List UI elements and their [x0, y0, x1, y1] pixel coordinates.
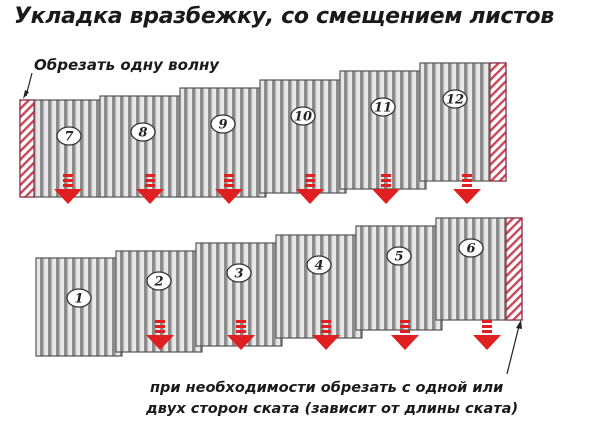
sheet-4: 4: [275, 234, 363, 339]
sheet-number: 7: [64, 130, 73, 145]
cut-note-line2: двух сторон ската (зависит от длины скат…: [146, 401, 519, 417]
sheet-6: 6: [435, 217, 523, 321]
sheet-1: 1: [35, 257, 123, 357]
down-arrow-icon: [372, 174, 400, 204]
sheet-number-badge: [130, 122, 156, 142]
cut-wave-hatch: [505, 217, 523, 321]
sheet-number-badge: [56, 126, 82, 146]
sheet-number: 11: [374, 101, 392, 116]
sheet-number: 8: [138, 126, 147, 141]
sheet-number-badge: [226, 263, 252, 283]
down-arrow-icon: [391, 320, 419, 350]
down-arrow-icon: [136, 174, 164, 204]
sheet-10: 10: [259, 79, 347, 194]
sheet-number: 10: [294, 110, 312, 125]
sheet-9: 9: [179, 87, 267, 198]
sheet-body: [339, 70, 427, 190]
cut-wave-hatch: [489, 62, 507, 182]
sheet-number-badge: [370, 97, 396, 117]
arrows-layer: [54, 174, 501, 350]
down-arrow-icon: [296, 174, 324, 204]
sheet-body: [355, 225, 443, 331]
sheet-body: [195, 242, 283, 347]
sheet-number: 5: [394, 250, 403, 265]
sheet-5: 5: [355, 225, 443, 331]
cut-wave-hatch: [19, 99, 35, 198]
sheet-number: 6: [466, 242, 475, 257]
sheet-number-badge: [210, 114, 236, 134]
sheet-8: 8: [99, 95, 187, 198]
sheet-number: 3: [234, 267, 243, 282]
down-arrow-icon: [146, 320, 174, 350]
sheet-number-badge: [442, 89, 468, 109]
sheet-number-badge: [458, 238, 484, 258]
sheet-number-badge: [386, 246, 412, 266]
note-pointer-line: [506, 325, 520, 375]
sheet-body: [99, 95, 187, 198]
sheet-11: 11: [339, 70, 427, 190]
sheet-number-badge: [146, 271, 172, 291]
cut-note: при необходимости обрезать с одной или д…: [146, 378, 580, 420]
sheet-12: 12: [419, 62, 507, 182]
sheet-number: 9: [218, 118, 227, 133]
down-arrow-icon: [215, 174, 243, 204]
diagram-title: Укладка вразбежку, со смещением листов: [14, 4, 554, 29]
sheet-7: 7: [19, 99, 107, 198]
cut-note-line1: при необходимости обрезать с одной или: [150, 380, 504, 396]
cut-label-pointer-head: [23, 90, 29, 99]
down-arrow-icon: [473, 320, 501, 350]
down-arrow-icon: [312, 320, 340, 350]
cut-one-wave-label: Обрезать одну волну: [34, 56, 220, 74]
sheet-number: 4: [314, 259, 323, 274]
pointer-layer: [23, 72, 522, 375]
sheet-number: 2: [153, 275, 163, 290]
sheet-number: 1: [74, 292, 83, 307]
sheet-number-badge: [306, 255, 332, 275]
sheet-body: [275, 234, 363, 339]
sheet-number-badge: [290, 106, 316, 126]
down-arrow-icon: [453, 174, 481, 204]
sheet-number: 12: [446, 93, 464, 108]
sheet-body: [179, 87, 267, 198]
sheet-3: 3: [195, 242, 283, 347]
sheet-number-badge: [66, 288, 92, 308]
down-arrow-icon: [54, 174, 82, 204]
down-arrow-icon: [227, 320, 255, 350]
sheet-body: [259, 79, 347, 194]
note-pointer-head: [516, 320, 522, 329]
